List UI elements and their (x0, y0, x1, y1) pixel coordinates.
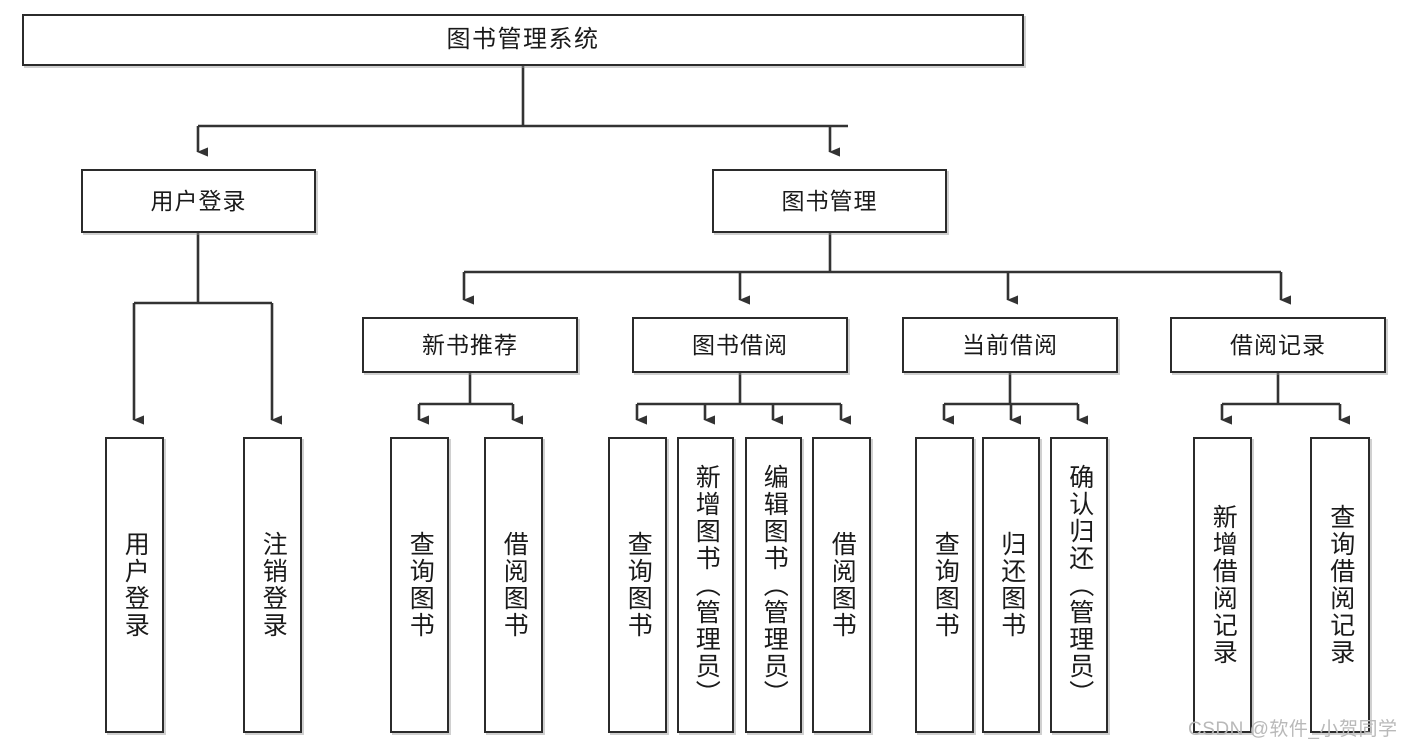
node-root[interactable]: 图书管理系统 (22, 14, 1024, 66)
node-new-book-recommend[interactable]: 新书推荐 (362, 317, 578, 373)
node-user-login[interactable]: 用户登录 (81, 169, 316, 233)
node-root-label: 图书管理系统 (446, 26, 600, 54)
node-leaf-user-login-label: 用户登录 (121, 531, 150, 639)
node-leaf-query-record[interactable]: 查询借阅记录 (1310, 437, 1370, 733)
node-leaf-return-book-label: 归还图书 (997, 531, 1026, 639)
node-leaf-user-login[interactable]: 用户登录 (105, 437, 164, 733)
node-leaf-return-book[interactable]: 归还图书 (982, 437, 1040, 733)
node-leaf-add-book[interactable]: 新增图书（管理员） (677, 437, 734, 733)
node-current-borrow-label: 当前借阅 (962, 331, 1058, 358)
node-leaf-query-record-label: 查询借阅记录 (1326, 504, 1355, 666)
node-book-management[interactable]: 图书管理 (712, 169, 947, 233)
node-leaf-confirm-return[interactable]: 确认归还（管理员） (1050, 437, 1108, 733)
node-leaf-borrow-book-1-label: 借阅图书 (500, 531, 529, 639)
node-leaf-user-logout-label: 注销登录 (259, 531, 288, 639)
node-borrow-record-label: 借阅记录 (1230, 331, 1326, 358)
node-leaf-edit-book-label: 编辑图书（管理员） (760, 463, 789, 707)
node-leaf-query-book-2[interactable]: 查询图书 (608, 437, 667, 733)
node-new-book-recommend-label: 新书推荐 (422, 331, 518, 358)
node-leaf-query-book-1-label: 查询图书 (406, 531, 435, 639)
node-current-borrow[interactable]: 当前借阅 (902, 317, 1118, 373)
node-borrow-record[interactable]: 借阅记录 (1170, 317, 1386, 373)
node-leaf-edit-book[interactable]: 编辑图书（管理员） (745, 437, 802, 733)
node-leaf-query-book-3-label: 查询图书 (931, 531, 960, 639)
node-leaf-borrow-book-1[interactable]: 借阅图书 (484, 437, 543, 733)
node-leaf-query-book-2-label: 查询图书 (624, 531, 653, 639)
node-leaf-query-book-1[interactable]: 查询图书 (390, 437, 449, 733)
node-leaf-add-record[interactable]: 新增借阅记录 (1193, 437, 1252, 733)
node-book-management-label: 图书管理 (781, 187, 878, 214)
node-leaf-confirm-return-label: 确认归还（管理员） (1065, 463, 1094, 707)
node-leaf-user-logout[interactable]: 注销登录 (243, 437, 302, 733)
node-book-borrow[interactable]: 图书借阅 (632, 317, 848, 373)
node-leaf-add-record-label: 新增借阅记录 (1209, 504, 1238, 666)
node-user-login-label: 用户登录 (150, 187, 247, 214)
node-book-borrow-label: 图书借阅 (692, 331, 788, 358)
node-leaf-add-book-label: 新增图书（管理员） (692, 463, 721, 707)
node-leaf-query-book-3[interactable]: 查询图书 (915, 437, 974, 733)
node-leaf-borrow-book-2-label: 借阅图书 (828, 531, 857, 639)
node-leaf-borrow-book-2[interactable]: 借阅图书 (812, 437, 871, 733)
csdn-watermark: CSDN @软件_小贺同学 (1188, 719, 1398, 740)
